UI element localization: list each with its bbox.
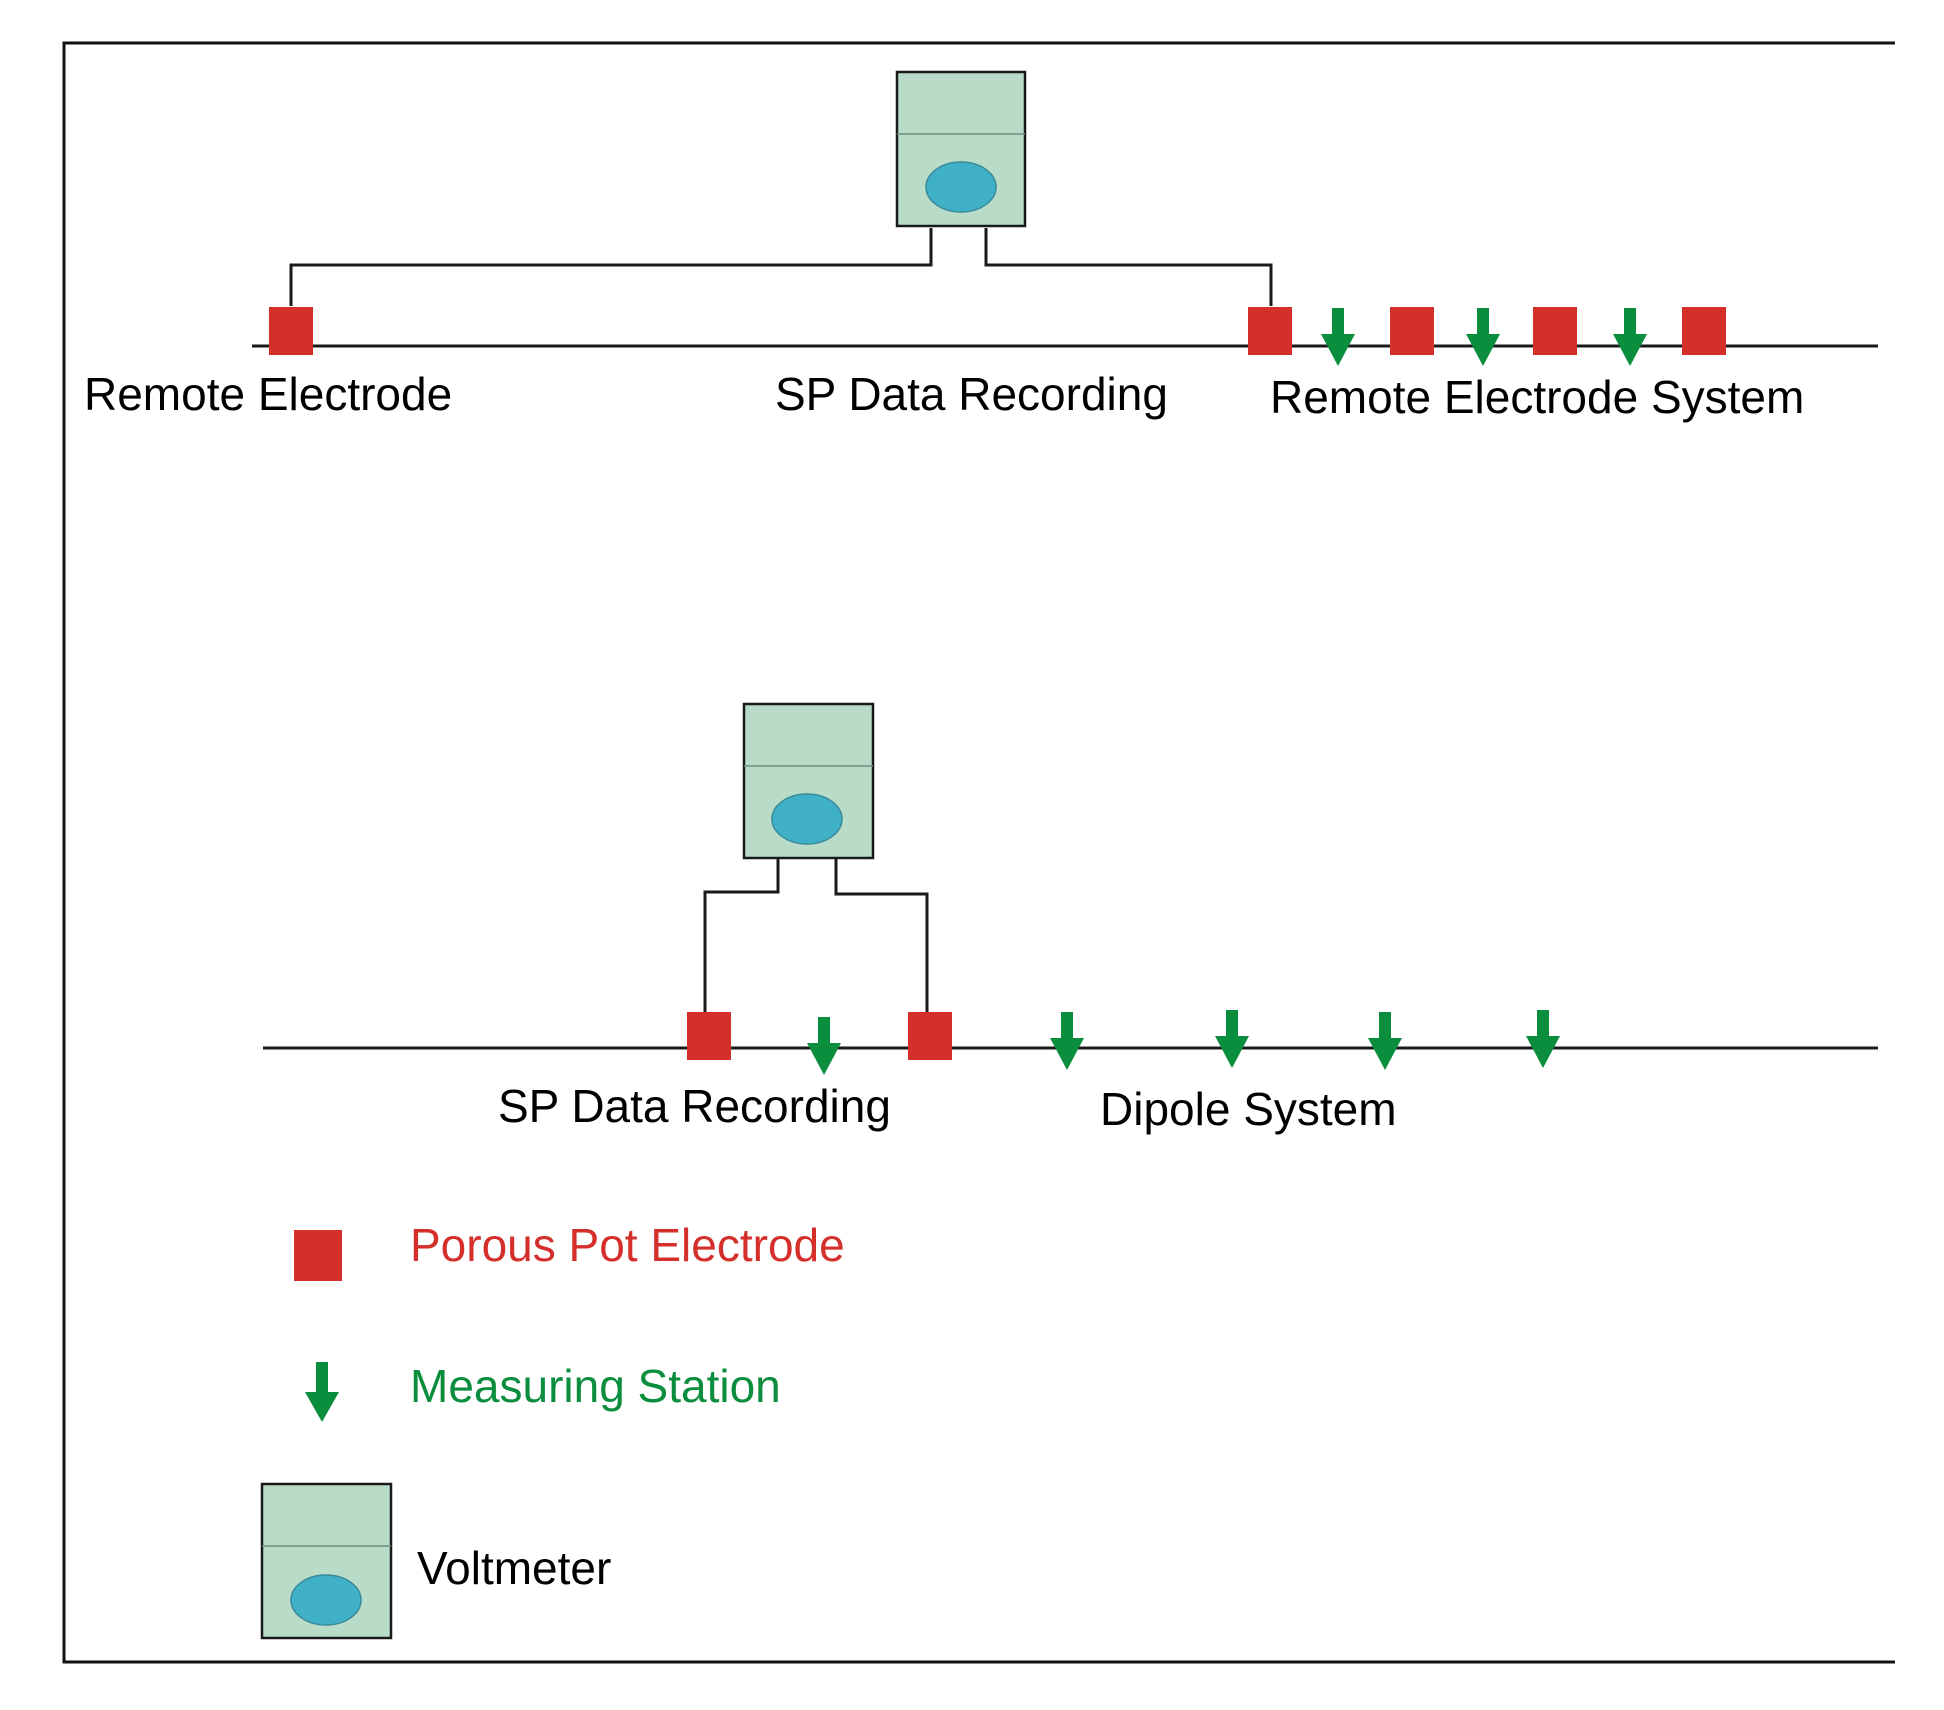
dipole-system: SP Data Recording Dipole System: [263, 702, 1878, 1135]
remote-voltmeter: [895, 70, 1027, 228]
remote-electrode-system: Remote Electrode SP Data Recording Remot…: [84, 70, 1878, 423]
legend-station-label: Measuring Station: [410, 1360, 781, 1412]
measuring-station-icon: [1215, 1010, 1249, 1068]
remote-sp-recording-label: SP Data Recording: [775, 368, 1168, 420]
dipole-sp-recording-label: SP Data Recording: [498, 1080, 891, 1132]
dipole-left-wire: [703, 856, 780, 1012]
porous-pot-electrode: [687, 1012, 731, 1060]
measuring-station-icon: [1050, 1012, 1084, 1070]
remote-right-wire: [984, 228, 1273, 306]
porous-pot-electrode: [1390, 307, 1434, 355]
remote-electrode-system-label: Remote Electrode System: [1270, 371, 1804, 423]
measuring-station-icon: [1613, 308, 1647, 366]
remote-electrode-label: Remote Electrode: [84, 368, 452, 420]
measuring-station-icon: [807, 1017, 841, 1075]
measuring-station-icon: [1321, 308, 1355, 366]
dipole-right-wire: [834, 856, 929, 1012]
diagram-frame: [62, 41, 1895, 1664]
porous-pot-electrode: [1248, 307, 1292, 355]
dipole-system-label: Dipole System: [1100, 1083, 1397, 1135]
measuring-station-icon: [1526, 1010, 1560, 1068]
remote-left-wire: [289, 228, 933, 306]
porous-pot-electrode: [1533, 307, 1577, 355]
legend-electrode-label: Porous Pot Electrode: [410, 1219, 845, 1271]
voltmeter-icon: [260, 1482, 393, 1640]
legend: Porous Pot Electrode Measuring Station V…: [260, 1219, 845, 1640]
measuring-station-icon: [1368, 1012, 1402, 1070]
dipole-voltmeter: [742, 702, 875, 860]
green-down-arrow-icon: [305, 1362, 339, 1422]
porous-pot-electrode: [1682, 307, 1726, 355]
remote-electrode: [269, 307, 313, 355]
red-square-icon: [294, 1230, 342, 1281]
measuring-station-icon: [1466, 308, 1500, 366]
legend-voltmeter-label: Voltmeter: [417, 1542, 611, 1594]
porous-pot-electrode: [908, 1012, 952, 1060]
